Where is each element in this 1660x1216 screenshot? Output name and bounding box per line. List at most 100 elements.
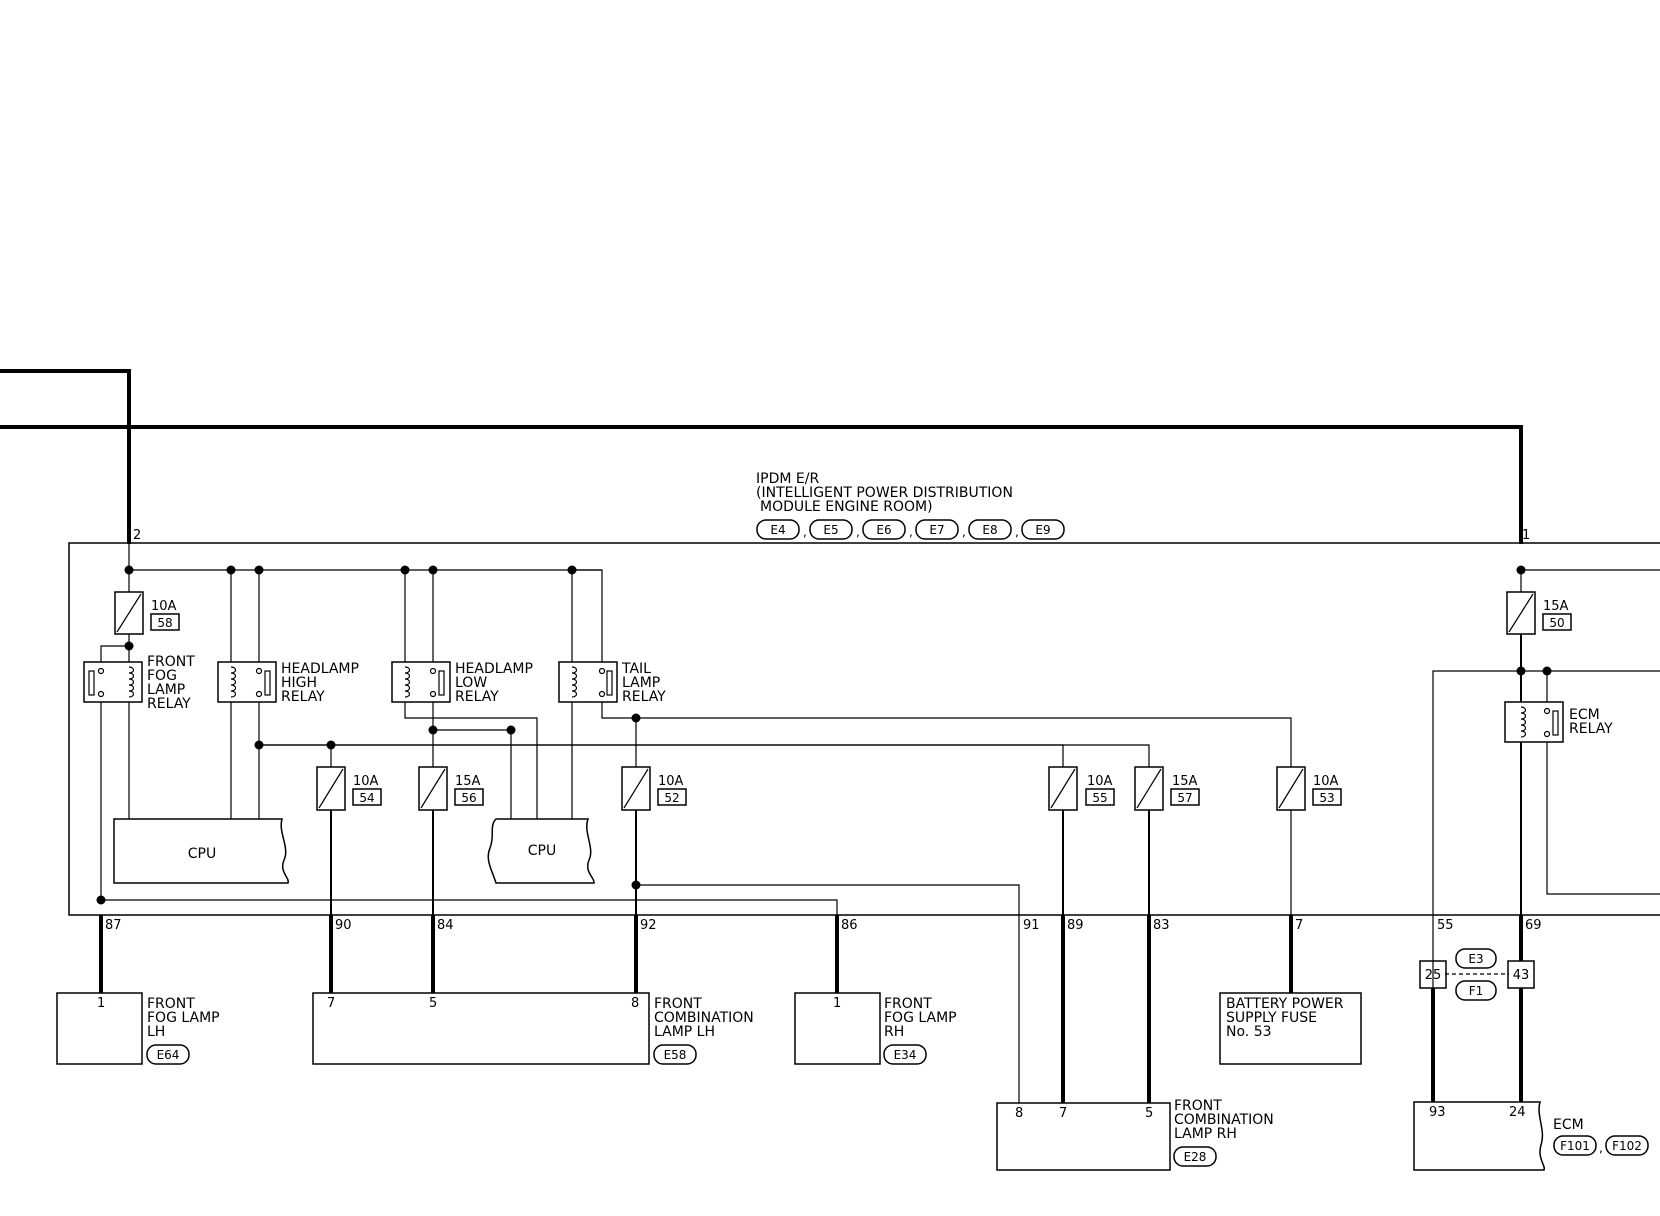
front-fog-lamp-lh-label-line-3: LH <box>147 1024 165 1040</box>
ecm-relay-label-line-2: RELAY <box>1569 721 1613 737</box>
front-fog-lamp-relay: FRONT FOG LAMP RELAY <box>83 654 195 712</box>
fuse-53-rating: 10A <box>1313 774 1339 789</box>
junction-dot <box>124 641 134 651</box>
connector-separator: , <box>856 525 860 539</box>
front-fog-lamp-lh: 1 FRONT FOG LAMP LH E64 <box>56 992 220 1065</box>
ecm-pin-93: 93 <box>1429 1105 1446 1120</box>
junction-dot <box>96 895 106 905</box>
wire <box>100 645 129 662</box>
battery-power-supply-fuse: BATTERY POWER SUPPLY FUSE No. 53 <box>1219 992 1362 1065</box>
connector-e7 <box>915 519 959 540</box>
ipdm-pin-1: 1 <box>1522 528 1530 543</box>
fuse-52-rating: 10A <box>658 774 684 789</box>
ipdm-title-line-3: MODULE ENGINE ROOM) <box>760 499 933 515</box>
connector-e64-label: E64 <box>157 1048 180 1062</box>
wire <box>404 702 538 819</box>
ipdm-pin-2: 2 <box>133 528 141 543</box>
pin-69: 69 <box>1525 918 1542 933</box>
fuse-53: 10A 53 <box>1276 766 1342 811</box>
ecm-pin-24: 24 <box>1509 1105 1526 1120</box>
junction-dot <box>428 565 438 575</box>
fuse-57-number: 57 <box>1177 791 1192 805</box>
fuse-57-rating: 15A <box>1172 774 1198 789</box>
joint-pin-43-box <box>1507 960 1535 989</box>
headlamp-low-relay-label-line-3: RELAY <box>455 689 499 705</box>
fuse-50-number: 50 <box>1549 616 1564 630</box>
wire <box>572 569 603 662</box>
medium-wires <box>330 634 1522 915</box>
front-combination-lamp-lh-label-line-1: FRONT <box>654 996 702 1012</box>
cpu-right: CPU <box>487 818 595 884</box>
connector-f1-label: F1 <box>1469 984 1484 998</box>
power-line-pin-2 <box>0 369 131 544</box>
tail-lamp-relay-label-line-1: TAIL <box>621 661 651 677</box>
junction-dot <box>631 713 641 723</box>
pin-92: 92 <box>640 918 657 933</box>
ipdm-connector-list: E4 , E5 , E6 , E7 , E8 , E9 <box>756 519 1065 540</box>
connector-e6-label: E6 <box>876 523 891 537</box>
pin-91: 91 <box>1023 918 1040 933</box>
wire <box>259 744 1064 767</box>
ecm: 93 24 ECM F101 , F102 <box>1413 1101 1649 1171</box>
connector-e5 <box>809 519 853 540</box>
front-combination-lamp-rh-pin-7: 7 <box>1059 1106 1067 1121</box>
joint-pin-25-box <box>1419 960 1447 989</box>
connector-e4 <box>756 519 800 540</box>
fuse-56-rating: 15A <box>455 774 481 789</box>
connector-separator: , <box>803 525 807 539</box>
headlamp-high-relay-label-line-3: RELAY <box>281 689 325 705</box>
connector-e7-label: E7 <box>929 523 944 537</box>
cpu-right-label: CPU <box>528 843 556 859</box>
joint-pin-43: 43 <box>1513 968 1530 983</box>
external-wires <box>99 915 1523 1103</box>
front-combination-lamp-lh-pin-8: 8 <box>631 996 639 1011</box>
connector-e6 <box>862 519 906 540</box>
junction-dot <box>1516 565 1526 575</box>
headlamp-high-relay-label-line-1: HEADLAMP <box>281 661 359 677</box>
pin-89: 89 <box>1067 918 1084 933</box>
wire <box>636 884 1020 1103</box>
connector-f102-label: F102 <box>1612 1139 1642 1153</box>
front-combination-lamp-rh-label-line-1: FRONT <box>1174 1098 1222 1114</box>
connector-e3-label: E3 <box>1468 952 1483 966</box>
front-combination-lamp-rh-label-line-3: LAMP RH <box>1174 1126 1237 1142</box>
power-line-pin-1 <box>0 425 1523 544</box>
battery-power-supply-fuse-label-line-3: No. 53 <box>1226 1024 1272 1040</box>
junction-dot <box>567 565 577 575</box>
fuse-55: 10A 55 <box>1048 766 1115 811</box>
front-fog-lamp-rh: 1 FRONT FOG LAMP RH E34 <box>794 992 957 1065</box>
connector-e8 <box>968 519 1012 540</box>
joint-connector-e3-f1: 25 43 E3 F1 <box>1419 948 1535 1001</box>
incoming-power-lines <box>0 369 1523 544</box>
ecm-relay-label-line-1: ECM <box>1569 707 1600 723</box>
ipdm-title-line-2: (INTELLIGENT POWER DISTRIBUTION <box>756 485 1013 501</box>
connector-e3 <box>1455 948 1497 969</box>
fuse-52: 10A 52 <box>621 766 687 811</box>
wire <box>1432 670 1660 1102</box>
battery-power-supply-fuse-label-line-2: SUPPLY FUSE <box>1226 1010 1317 1026</box>
front-combination-lamp-lh: 7 5 8 FRONT COMBINATION LAMP LH E58 <box>312 992 754 1065</box>
pin-90: 90 <box>335 918 352 933</box>
junction-dot <box>506 725 516 735</box>
junction-dot <box>124 565 134 575</box>
fuse-50: 15A 50 <box>1506 591 1572 635</box>
front-combination-lamp-rh-pin-5: 5 <box>1145 1106 1153 1121</box>
wire <box>259 744 1150 767</box>
fuse-55-rating: 10A <box>1087 774 1113 789</box>
front-combination-lamp-lh-label-line-3: LAMP LH <box>654 1024 715 1040</box>
relay-coil-icon <box>571 666 578 698</box>
front-fog-lamp-relay-label-line-2: FOG <box>147 668 177 684</box>
pin-87: 87 <box>105 918 122 933</box>
junction-dot <box>254 565 264 575</box>
connector-f101-label: F101 <box>1560 1139 1590 1153</box>
ipdm-bottom-pins: 87 90 84 92 86 91 89 83 7 55 69 <box>105 918 1542 933</box>
ecm-relay: ECM RELAY <box>1504 701 1613 743</box>
relay-coil-icon <box>1520 706 1527 738</box>
headlamp-high-relay: HEADLAMP HIGH RELAY <box>217 661 359 705</box>
pin-86: 86 <box>841 918 858 933</box>
ipdm-title-line-1: IPDM E/R <box>756 471 819 487</box>
junction-dot <box>326 740 336 750</box>
ipdm-outline <box>68 542 1660 916</box>
junction-dot <box>631 880 641 890</box>
front-fog-lamp-rh-pin-1: 1 <box>833 996 841 1011</box>
